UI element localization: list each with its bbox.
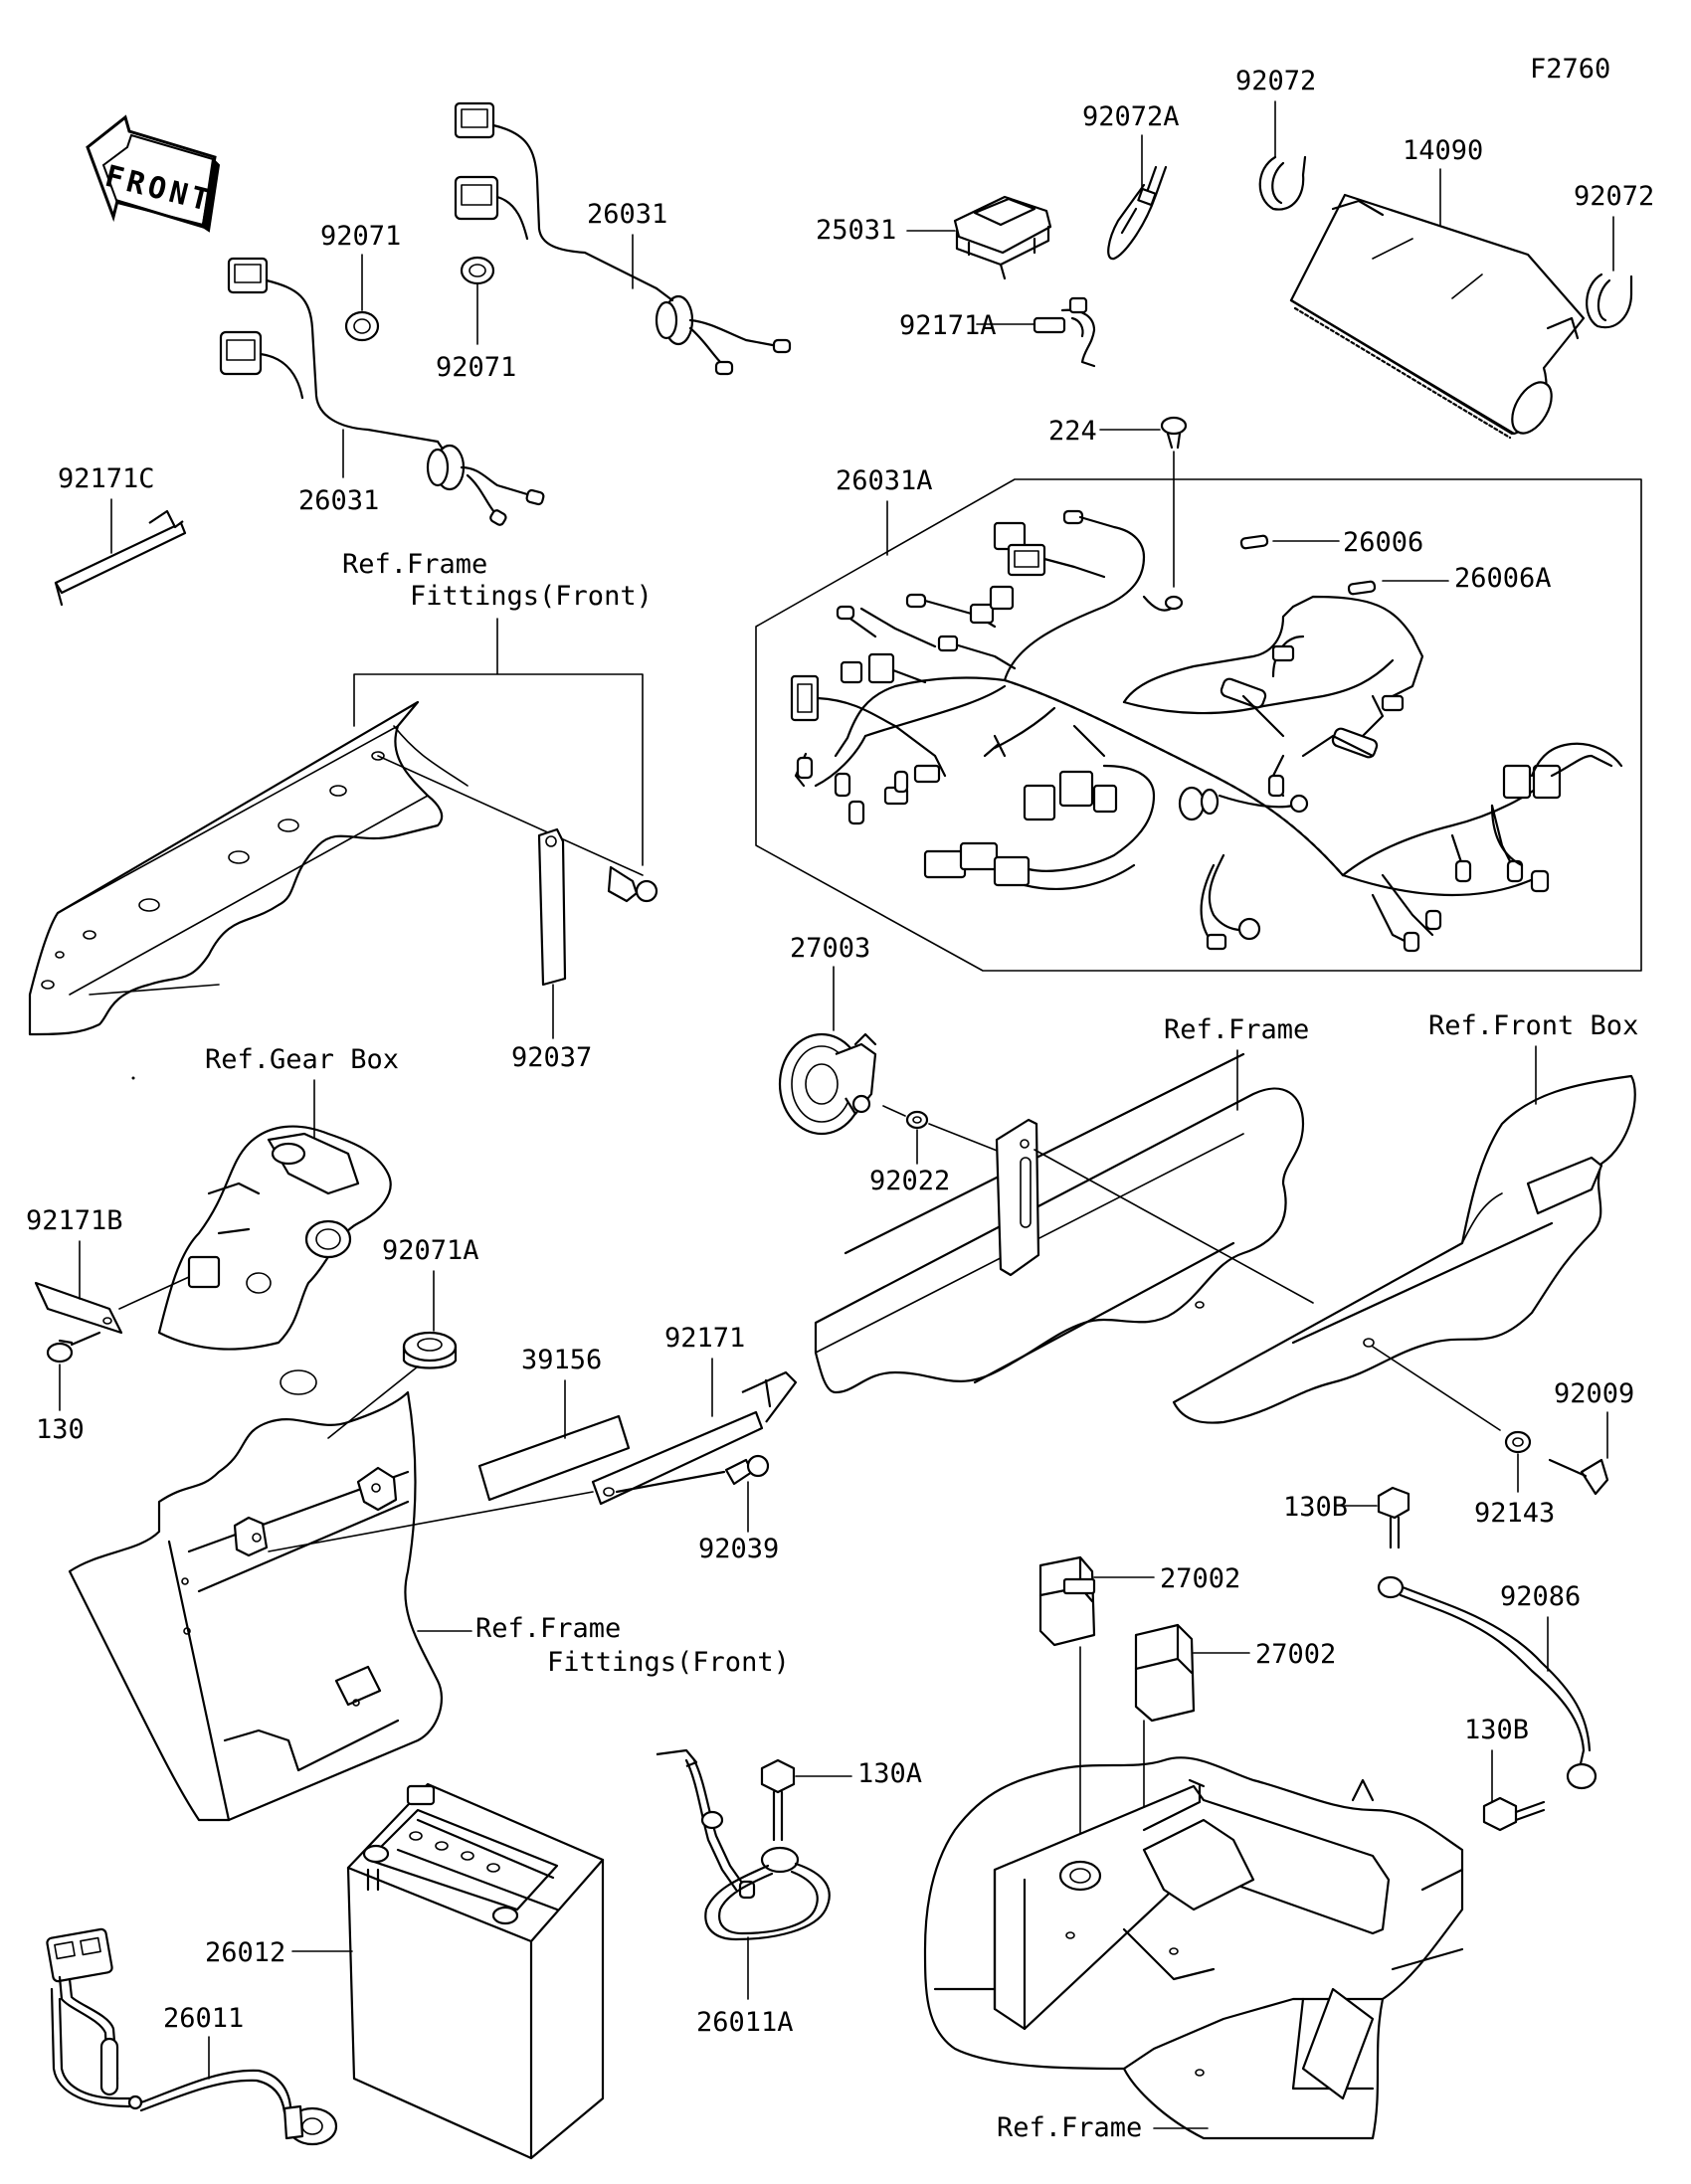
label-92086: 92086 — [1500, 1581, 1581, 1612]
label-26011A: 26011A — [696, 2007, 794, 2038]
leader-ref-frame-fittings-top — [353, 618, 644, 866]
stray-dot — [131, 1076, 135, 1080]
label-130B-low: 130B — [1464, 1715, 1529, 1745]
label-92171A: 92171A — [899, 310, 997, 341]
label-92039: 92039 — [698, 1534, 779, 1564]
grommet-92071-b — [460, 256, 495, 285]
clamp-92171C — [54, 509, 187, 607]
label-26031-left: 26031 — [298, 485, 379, 516]
clamp-92171A — [1033, 296, 1096, 368]
rivet-92037-clip — [607, 865, 658, 903]
washer-92143 — [1504, 1430, 1532, 1454]
label-224: 224 — [1048, 416, 1097, 447]
bolt-130B-low — [1482, 1796, 1546, 1832]
front-arrow-icon: FRONT — [86, 114, 221, 233]
front-box-section — [1172, 1074, 1636, 1431]
label-26031-top: 26031 — [587, 199, 667, 230]
ref-frame-mid: Ref.Frame — [1164, 1014, 1309, 1045]
gear-box-section — [118, 1125, 392, 1351]
leader-92071A-mount — [327, 1365, 419, 1439]
frame-fittings-front-top — [28, 700, 644, 1036]
ref-frame-fittings-top-line2: Fittings(Front) — [410, 581, 653, 612]
label-92022: 92022 — [869, 1166, 950, 1196]
clamp-92072-a — [1258, 155, 1307, 211]
label-26012: 26012 — [205, 1937, 285, 1968]
frame-section-bottom — [923, 1756, 1464, 2140]
label-92009: 92009 — [1554, 1378, 1634, 1409]
label-92143: 92143 — [1474, 1498, 1555, 1529]
label-26006A: 26006A — [1454, 563, 1552, 594]
clamp-92171B — [34, 1281, 123, 1335]
clamp-92171 — [591, 1370, 798, 1506]
grommet-92071-a — [344, 310, 380, 342]
frame-section-mid — [814, 1052, 1314, 1394]
ref-frame-bottom: Ref.Frame — [997, 2112, 1142, 2143]
bolt-130 — [46, 1331, 101, 1364]
tape-39156 — [477, 1414, 631, 1502]
harness-26031A-frame — [755, 478, 1642, 972]
bolt-130A — [760, 1758, 796, 1842]
label-92171B: 92171B — [26, 1205, 123, 1236]
ref-frame-fittings-top-line1: Ref.Frame — [342, 549, 487, 580]
screw-92009 — [1548, 1458, 1609, 1496]
battery-cable-26011 — [46, 1927, 338, 2146]
label-130A: 130A — [857, 1758, 922, 1789]
ref-frame-fittings-low-line1: Ref.Frame — [475, 1613, 621, 1644]
label-92171C: 92171C — [58, 463, 155, 494]
ref-frame-fittings-low-line2: Fittings(Front) — [547, 1647, 790, 1678]
ref-front-box: Ref.Front Box — [1428, 1010, 1638, 1041]
leader-horn-mount — [882, 1105, 1006, 1155]
bolt-130B-top — [1377, 1486, 1410, 1549]
label-130B-top: 130B — [1283, 1492, 1348, 1523]
label-92072-b: 92072 — [1574, 181, 1654, 212]
sub-harness-26031-left — [219, 257, 545, 526]
ref-gear-box: Ref.Gear Box — [205, 1044, 399, 1075]
label-92071-a: 92071 — [320, 221, 401, 252]
screw-224 — [1160, 416, 1188, 450]
relay-27002-b — [1134, 1623, 1196, 1723]
label-130: 130 — [36, 1414, 85, 1445]
clamp-92072-b — [1586, 273, 1633, 329]
relay-25031 — [953, 195, 1052, 280]
figure-id: F2760 — [1530, 54, 1610, 85]
label-14090: 14090 — [1403, 135, 1483, 166]
label-26011: 26011 — [163, 2003, 244, 2034]
frame-fittings-front-lower — [68, 1369, 594, 1822]
ground-cable-92086 — [1377, 1575, 1597, 1790]
label-27002-a: 27002 — [1160, 1563, 1240, 1594]
grommet-92071A — [402, 1331, 458, 1369]
rivet-92039 — [615, 1454, 770, 1494]
label-27003: 27003 — [790, 933, 870, 964]
label-27002-b: 27002 — [1255, 1639, 1336, 1670]
cover-14090 — [1289, 193, 1586, 440]
sub-harness-26031-top — [454, 101, 792, 376]
label-92072-a: 92072 — [1235, 66, 1316, 96]
relay-27002-a — [1038, 1555, 1096, 1647]
main-harness-26031A — [790, 509, 1623, 953]
tie-92072A — [1107, 165, 1168, 261]
label-92071A: 92071A — [382, 1235, 479, 1266]
washer-92022 — [905, 1110, 929, 1130]
label-39156: 39156 — [521, 1345, 602, 1375]
horn-27003 — [778, 1032, 877, 1136]
strap-92037 — [537, 827, 567, 987]
label-26006: 26006 — [1343, 527, 1423, 558]
label-92072A: 92072A — [1082, 101, 1180, 132]
label-92171: 92171 — [664, 1323, 745, 1354]
battery-cable-26011A — [656, 1748, 831, 1941]
battery-26012 — [346, 1782, 605, 2160]
label-92071-b: 92071 — [436, 352, 516, 383]
label-92037: 92037 — [511, 1042, 592, 1073]
label-25031: 25031 — [816, 215, 896, 246]
label-26031A: 26031A — [836, 465, 933, 496]
